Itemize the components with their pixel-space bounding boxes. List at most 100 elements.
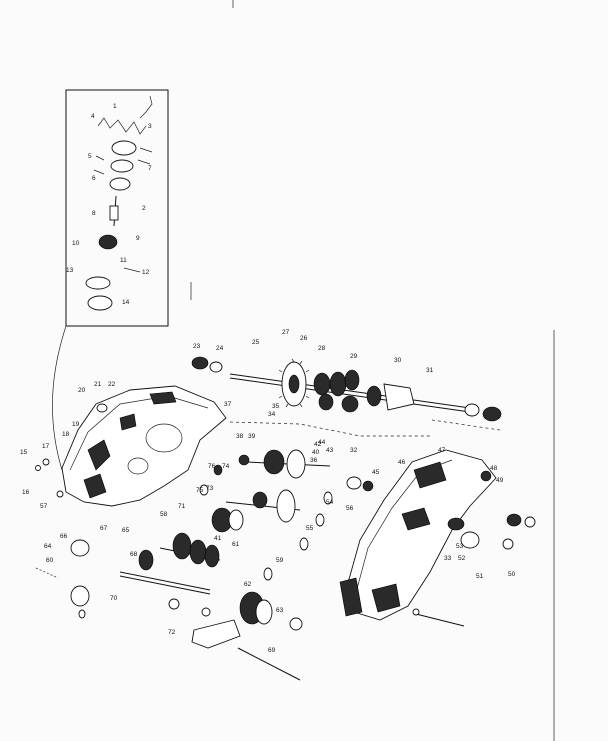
shift-fork-30 <box>383 383 415 411</box>
washer-54 <box>323 491 333 505</box>
seal-21 <box>96 403 108 413</box>
callout-52: 52 <box>458 555 466 562</box>
bolt-head <box>412 608 420 616</box>
gear-28 <box>313 372 331 396</box>
washer-34 <box>78 609 86 619</box>
left-housing-bore <box>145 423 183 453</box>
right-housing-boss <box>401 507 431 531</box>
callout-62: 62 <box>244 581 252 588</box>
callout-75: 75 <box>196 487 204 494</box>
left-housing-half <box>61 385 227 507</box>
washer-35 <box>201 607 211 617</box>
callout-68: 68 <box>130 551 138 558</box>
inset-washer <box>111 140 137 156</box>
bearing-23-left <box>191 356 209 370</box>
left-housing-boss <box>83 473 107 499</box>
right-housing-boss <box>371 583 401 613</box>
callout-18: 18 <box>62 431 70 438</box>
callout-20: 20 <box>78 387 86 394</box>
gear-29b <box>344 369 360 391</box>
upper-shaft <box>229 373 471 409</box>
washer-59b <box>299 537 309 551</box>
callout-65: 65 <box>122 527 130 534</box>
left-housing-boss <box>119 413 137 431</box>
washer-24-right <box>464 403 480 417</box>
callout-50: 50 <box>508 571 516 578</box>
callout-44: 44 <box>318 439 326 446</box>
callout-21: 21 <box>94 381 102 388</box>
gear-61b <box>228 509 244 531</box>
callout-63: 63 <box>276 607 284 614</box>
washer-59c <box>263 567 273 581</box>
callout-42: 42 <box>314 441 322 448</box>
callout-76: 76 <box>208 463 216 470</box>
callout-22: 22 <box>108 381 116 388</box>
callout-56: 56 <box>346 505 354 512</box>
inset-pin <box>123 267 141 273</box>
output-shaft <box>119 571 211 591</box>
callout-3: 3 <box>148 123 152 130</box>
cluster-gear <box>172 532 192 560</box>
bearing-67 <box>70 539 90 557</box>
large-gear-hub <box>288 374 300 394</box>
callout-33: 33 <box>444 555 452 562</box>
collar-29 <box>341 395 359 413</box>
washer-73 <box>199 484 209 496</box>
callout-73: 73 <box>206 485 214 492</box>
callout-72: 72 <box>168 629 176 636</box>
gear-36b <box>276 489 296 523</box>
callout-70: 70 <box>110 595 118 602</box>
callout-57: 57 <box>40 503 48 510</box>
callout-30: 30 <box>394 357 402 364</box>
callout-67: 67 <box>100 525 108 532</box>
gear-29 <box>329 371 347 397</box>
callout-2: 2 <box>142 205 146 212</box>
left-housing-outline <box>61 385 227 507</box>
callout-32: 32 <box>350 447 358 454</box>
callout-14: 14 <box>122 299 130 306</box>
callout-26: 26 <box>300 335 308 342</box>
washer-20 <box>524 516 536 528</box>
callout-13: 13 <box>66 267 74 274</box>
gear-36 <box>263 449 285 475</box>
callout-39: 39 <box>248 433 256 440</box>
inset-cup <box>85 276 111 290</box>
callout-35: 35 <box>272 403 280 410</box>
callout-24: 24 <box>216 345 224 352</box>
inset-frame <box>65 89 169 327</box>
callout-16: 16 <box>22 489 30 496</box>
callout-8: 8 <box>92 210 96 217</box>
washer-24-left <box>209 361 223 373</box>
callout-38: 38 <box>236 433 244 440</box>
middle-gear-cluster <box>138 449 374 571</box>
upper-shaft-assembly <box>191 356 502 422</box>
seal-53 <box>447 517 465 531</box>
callout-9: 9 <box>136 235 140 242</box>
callout-55: 55 <box>306 525 314 532</box>
washer-15 <box>35 465 41 471</box>
right-housing-boss <box>413 461 447 489</box>
bracket-72 <box>191 619 241 649</box>
inset-detail-strokes <box>93 147 153 175</box>
callout-17: 17 <box>42 443 50 450</box>
callout-59: 59 <box>276 557 284 564</box>
collar-51 <box>460 531 480 549</box>
washer-39 <box>346 476 362 490</box>
callout-labels: 1 2 3 4 5 6 7 8 9 10 11 12 13 14 15 16 1… <box>20 103 516 654</box>
callout-69: 69 <box>268 647 276 654</box>
callout-49: 49 <box>496 477 504 484</box>
pin-57 <box>56 490 64 498</box>
bearing-70 <box>70 585 90 607</box>
output-shaft <box>119 575 211 595</box>
washer-38 <box>289 617 303 631</box>
alignment-guide <box>229 421 430 437</box>
inset-spring-lever <box>97 117 147 135</box>
left-housing-flange <box>69 395 209 471</box>
callout-25: 25 <box>252 339 260 346</box>
key-76 <box>213 464 223 476</box>
cluster-gear <box>204 544 220 568</box>
bearing-23-right <box>482 406 502 422</box>
gear-68 <box>138 549 154 571</box>
screw-17 <box>42 458 50 466</box>
